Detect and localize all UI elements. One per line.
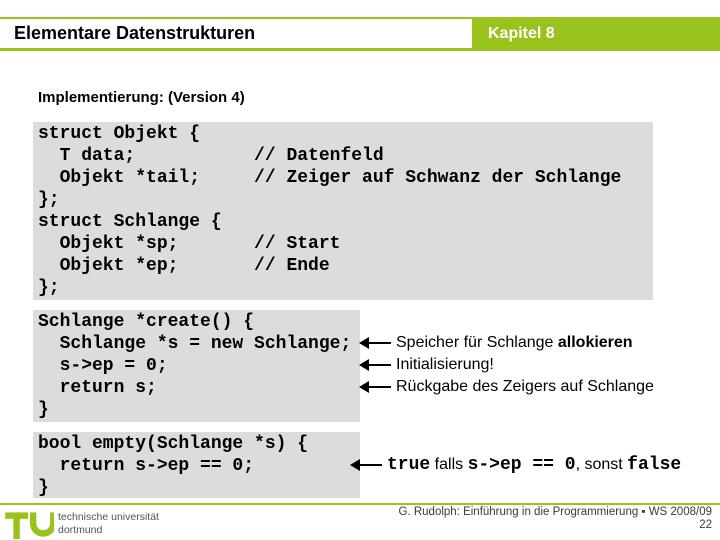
annotation-init-text: Initialisierung! [396,356,494,373]
code-block-empty: bool empty(Schlange *s) { return s->ep =… [33,432,360,498]
footer-credit-block: G. Rudolph: Einführung in die Programmie… [399,506,712,532]
chapter-badge: Kapitel 8 [488,24,555,42]
university-name: technische universität dortmund [58,511,159,537]
code-create-text: Schlange *create() { Schlange *s = new S… [38,312,352,420]
left-arrow-icon [359,359,391,371]
annotation-condition-code: s->ep == 0 [467,455,576,475]
left-arrow-icon [350,459,382,471]
annotation-allocate-text: Speicher für Schlange [396,334,558,351]
annotation-return: Rückgabe des Zeigers auf Schlange [359,376,654,398]
tu-dortmund-logo-icon [5,512,54,539]
code-empty-text: bool empty(Schlange *s) { return s->ep =… [38,434,309,498]
empty-annotations: true falls s->ep == 0, sonst false [350,454,682,476]
annotation-true-literal: true [387,455,431,475]
annotation-allocate-bold: allokieren [557,334,633,351]
annotation-false-literal: false [627,455,682,475]
annotation-return-text: Rückgabe des Zeigers auf Schlange [396,378,654,395]
page-title: Elementare Datenstrukturen [14,23,256,43]
university-name-line1: technische universität [58,511,159,523]
annotation-allocate: Speicher für Schlange allokieren [359,332,654,354]
university-name-line2: dortmund [58,524,103,536]
left-arrow-icon [359,381,391,393]
lecture-credit: G. Rudolph: Einführung in die Programmie… [398,506,712,518]
slide-subtitle: Implementierung: (Version 4) [38,89,245,106]
annotation-empty-result: true falls s->ep == 0, sonst false [350,454,682,476]
create-annotations: Speicher für Schlange allokieren Initial… [359,332,654,398]
code-block-structs: struct Objekt { T data; // Datenfeld Obj… [33,122,653,300]
left-arrow-icon [359,337,391,349]
header-title-bar: Elementare Datenstrukturen [0,19,472,48]
footer-divider [0,503,720,505]
annotation-init: Initialisierung! [359,354,654,376]
code-structs-text: struct Objekt { T data; // Datenfeld Obj… [38,124,622,298]
code-block-create: Schlange *create() { Schlange *s = new S… [33,310,360,422]
page-number: 22 [699,519,712,531]
